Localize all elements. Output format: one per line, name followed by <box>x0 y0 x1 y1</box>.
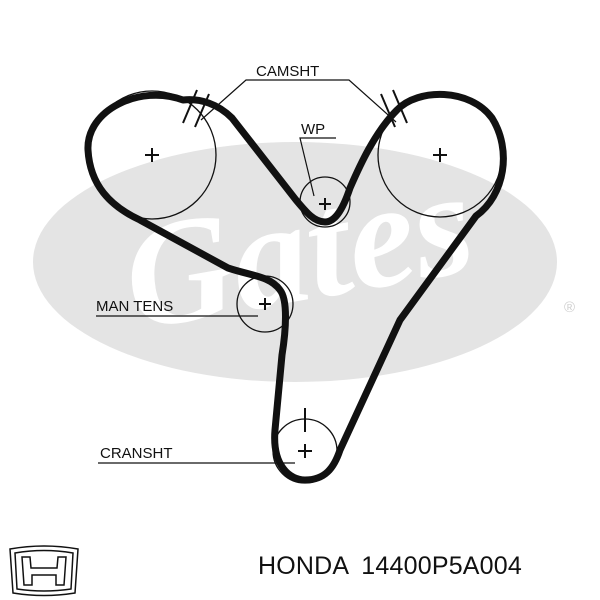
center-mark-water-pump <box>319 198 331 210</box>
honda-logo-inner <box>14 549 74 592</box>
center-mark-camshaft-right <box>433 148 447 162</box>
leader-lines <box>96 79 397 464</box>
camshaft-label: CAMSHT <box>256 63 319 80</box>
honda-logo <box>9 545 79 597</box>
water-pump-leader <box>299 137 336 197</box>
timing-mark-camshaft-left <box>182 89 210 128</box>
center-marks <box>145 148 447 458</box>
part-number: 14400P5A004 <box>361 552 522 580</box>
timing-marks <box>182 89 408 432</box>
tensioner-label: MAN TENS <box>96 298 173 315</box>
camshaft-leader <box>200 79 397 123</box>
crankshaft-label: CRANSHT <box>100 445 173 462</box>
center-mark-tensioner <box>259 298 271 310</box>
honda-h-icon <box>21 556 67 586</box>
part-caption: HONDA 14400P5A004 <box>258 552 522 581</box>
brand-name: HONDA <box>258 552 350 580</box>
timing-mark-camshaft-right <box>380 89 408 128</box>
watermark-ellipse <box>33 142 557 382</box>
gates-watermark: Gates ® <box>33 138 575 382</box>
center-mark-camshaft-left <box>145 148 159 162</box>
watermark-registered-mark: ® <box>564 299 575 316</box>
honda-logo-outer <box>9 545 79 597</box>
water-pump-label: WP <box>301 121 325 138</box>
timing-belt <box>84 90 507 484</box>
center-mark-crankshaft <box>298 444 312 458</box>
